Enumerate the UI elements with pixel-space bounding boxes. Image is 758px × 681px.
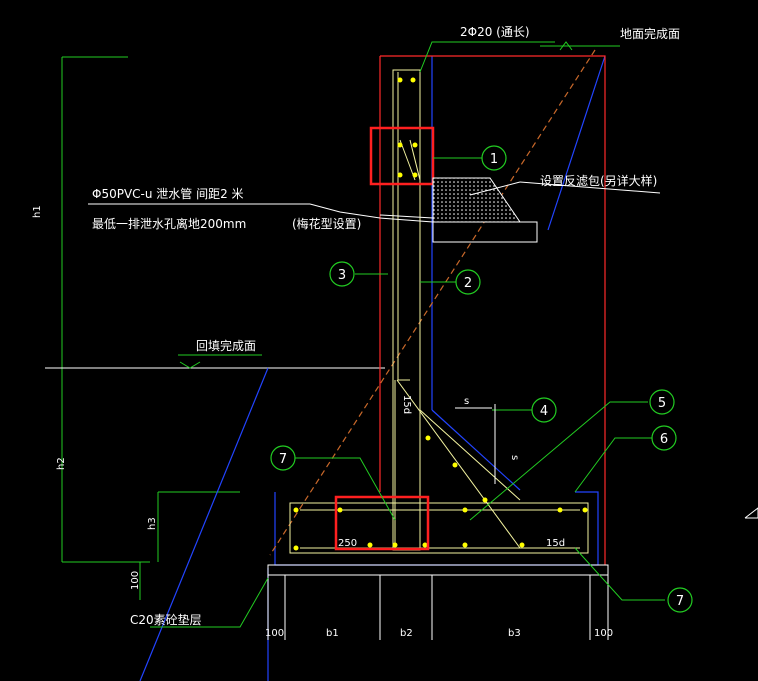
wall-outline [379, 55, 606, 565]
dim-100-vertical: 100 [130, 571, 141, 590]
dim-b3: b3 [508, 628, 521, 639]
callout-7-top: 1 [490, 152, 498, 167]
dim-b1: b1 [326, 628, 339, 639]
edge-mark [744, 507, 758, 519]
wall-rebars [289, 69, 589, 554]
callout-2: 3 [338, 268, 346, 283]
backfill-label: 回填完成面 [196, 338, 256, 353]
dim-100-right: 100 [594, 628, 613, 639]
drain-pipe-label: Φ50PVC-u 泄水管 间距2 米 [92, 186, 244, 201]
callout-3: 6 [660, 432, 668, 447]
plum-layout-label: (梅花型设置) [292, 216, 361, 231]
cushion-layer [267, 564, 609, 640]
green-leaders [150, 41, 665, 628]
callout-circles [270, 145, 693, 613]
callout-4: 4 [540, 404, 548, 419]
rebar-dots [293, 77, 588, 551]
drain-pipe [88, 203, 434, 223]
left-dimension-lines [61, 56, 240, 600]
callout-numbers: 1 2 3 4 5 6 7 7 [279, 152, 684, 609]
filter-bag [432, 177, 538, 243]
dim-s-horizontal: s [464, 396, 469, 407]
dim-250: 250 [338, 538, 357, 549]
dim-15d-vertical: 15d [401, 395, 412, 414]
dim-h2: h2 [56, 457, 67, 470]
dim-b2: b2 [400, 628, 413, 639]
top-rebar-label: 2Φ20 (通长) [460, 25, 530, 39]
blue-outlines [139, 55, 606, 681]
dim-100-left: 100 [265, 628, 284, 639]
callout-7-bottom: 7 [279, 452, 287, 467]
dim-s-vertical: s [509, 455, 520, 460]
ground-finish-label: 地面完成面 [620, 26, 680, 41]
callout-5: 5 [658, 396, 666, 411]
callout-6: 7 [676, 594, 684, 609]
highlight-box-top [369, 126, 435, 186]
soil-slope-line [269, 49, 596, 556]
drain-hole-label: 最低一排泄水孔离地200mm [92, 216, 246, 231]
dim-h1: h1 [32, 205, 43, 218]
filter-bag-label: 设置反滤包(另详大样) [540, 173, 657, 188]
callout-1: 2 [464, 276, 472, 291]
backfill-level-line [45, 354, 385, 369]
dim-h3: h3 [147, 517, 158, 530]
white-leaders [455, 181, 661, 484]
dim-15d-horizontal: 15d [546, 538, 565, 549]
cushion-label: C20素砼垫层 [130, 612, 202, 627]
